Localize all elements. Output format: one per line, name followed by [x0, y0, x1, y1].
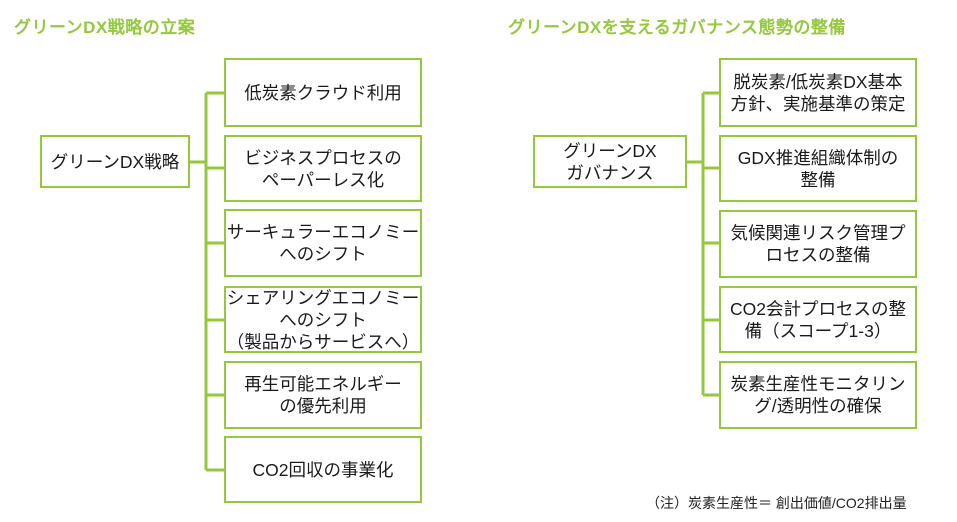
right-child-node-3: 気候関連リスク管理プ ロセスの整備 [719, 210, 917, 278]
right-root-node: グリーンDX ガバナンス [533, 135, 687, 188]
left-child-node-1: 低炭素クラウド利用 [224, 58, 422, 127]
right-tree-connector [687, 91, 719, 397]
left-root-node: グリーンDX戦略 [40, 135, 190, 188]
left-child-node-4: シェアリングエコノミー へのシフト （製品からサービスへ） [224, 286, 422, 353]
right-child-node-4: CO2会計プロセスの整 備（スコープ1-3） [719, 286, 917, 353]
right-diagram-title: グリーンDXを支えるガバナンス態勢の整備 [508, 18, 846, 37]
left-diagram-title: グリーンDX戦略の立案 [14, 18, 196, 37]
footnote: （注）炭素生産性＝ 創出価値/CO2排出量 [646, 495, 907, 511]
right-child-node-2: GDX推進組織体制の 整備 [719, 135, 917, 202]
left-child-node-3: サーキュラーエコノミー へのシフト [224, 209, 422, 277]
right-child-node-1: 脱炭素/低炭素DX基本 方針、実施基準の策定 [719, 58, 917, 127]
left-child-node-2: ビジネスプロセスの ペーパーレス化 [224, 135, 422, 202]
right-child-node-5: 炭素生産性モニタリン グ/透明性の確保 [719, 361, 917, 429]
left-child-node-6: CO2回収の事業化 [224, 436, 422, 503]
left-child-node-5: 再生可能エネルギー の優先利用 [224, 361, 422, 429]
left-tree-connector [190, 91, 224, 472]
